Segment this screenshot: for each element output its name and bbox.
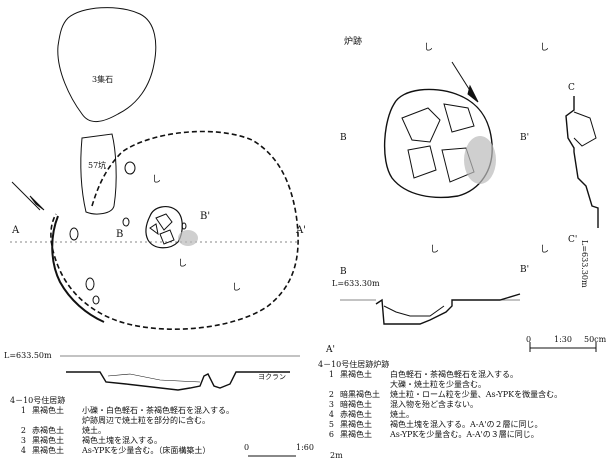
scale-left-ratio: 1:60	[296, 443, 314, 452]
section-label-B: B	[116, 229, 124, 240]
profile-note: ヨクラン	[258, 373, 286, 381]
section-label-A-prime-right: A'	[326, 345, 335, 355]
scale-right-end: 50cm	[584, 335, 607, 344]
pit-label: 57坑	[88, 161, 107, 170]
scale-right-ratio: 1:30	[554, 335, 572, 344]
legend-right-title: 4－10号住居跡炉跡	[318, 360, 390, 369]
section-label-A-prime: A'	[296, 225, 306, 236]
section-label-A: A	[12, 225, 20, 236]
hearth-mark-right: し	[424, 43, 434, 53]
profile-C	[565, 96, 599, 228]
section-label-C-prime: C'	[568, 235, 578, 245]
hearth-mark-right: し	[540, 245, 550, 255]
burnt-soil-left	[178, 230, 198, 246]
hearth-plan	[145, 206, 183, 249]
scale-right-zero: 0	[526, 335, 532, 344]
stone-cluster-label: 3集石	[92, 75, 114, 84]
legend-left-title: 4－10号住居跡	[10, 396, 66, 405]
elevation-left: L=633.50m	[4, 351, 52, 360]
elevation-right-B: L=633.30m	[332, 279, 380, 288]
legend-right-row: 大礫・焼土粒を少量含む。	[390, 380, 486, 389]
section-label-B-profile: B	[340, 267, 347, 277]
section-label-B-prime: B'	[200, 211, 211, 222]
section-label-B-right: B	[340, 133, 347, 143]
burnt-soil-right	[464, 136, 496, 184]
section-label-C: C	[568, 83, 575, 93]
dwelling-wall-west	[51, 215, 105, 323]
hearth-title: 炉跡	[344, 37, 363, 47]
pit-outline	[80, 133, 117, 215]
hearth-mark: し	[178, 259, 188, 269]
elevation-right-C: L=633.30m	[580, 240, 589, 288]
section-label-B-prime-right: B'	[520, 133, 530, 143]
hearth-mark-right: し	[430, 245, 440, 255]
hearth-mark: し	[232, 283, 242, 293]
legend-left-row: 炉跡周辺で焼土粒を部分的に含む。	[82, 416, 210, 425]
north-arrow-left	[11, 181, 41, 211]
scale-left-zero: 0	[244, 443, 250, 452]
hearth-mark: し	[152, 175, 162, 185]
dwelling-outline	[50, 130, 299, 330]
profile-A	[66, 371, 290, 391]
section-label-B-prime-profile: B'	[520, 265, 530, 275]
hearth-mark-right: し	[540, 43, 550, 53]
scale-left-end: 2m	[330, 451, 343, 460]
profile-B	[375, 293, 521, 325]
stone-cluster-outline	[57, 7, 157, 122]
